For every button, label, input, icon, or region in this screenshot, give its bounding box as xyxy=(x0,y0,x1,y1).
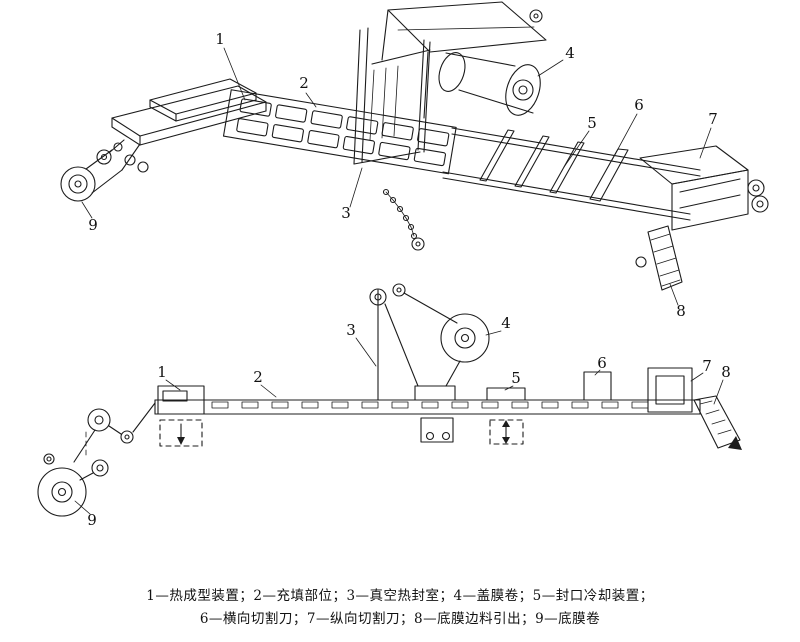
callout-5-side: 5 xyxy=(511,369,521,387)
side-view: 1 2 3 4 5 6 7 8 9 xyxy=(37,283,742,529)
callout-1-perspective: 1 xyxy=(215,30,225,48)
callout-2-side: 2 xyxy=(253,368,263,386)
trim-strip xyxy=(635,225,683,291)
side-unwind-assembly xyxy=(37,402,156,517)
caption-line-2: 6—横向切割刀；7—纵向切割刀；8—底膜边料引出；9—底膜卷 xyxy=(199,611,601,627)
callout-3-side: 3 xyxy=(346,321,356,339)
side-forming-station xyxy=(157,385,205,447)
bottom-film-roll-perspective xyxy=(60,139,149,202)
callout-4-perspective: 4 xyxy=(565,44,575,62)
side-cross-cutter xyxy=(583,371,612,401)
side-cooling-station xyxy=(486,387,526,445)
callout-6-side: 6 xyxy=(597,354,607,372)
callout-5-perspective: 5 xyxy=(587,114,597,132)
side-longitudinal-cutter xyxy=(647,367,693,413)
side-pockets xyxy=(211,401,649,409)
forming-station xyxy=(111,78,267,146)
vacuum-seal-station xyxy=(353,27,431,165)
callout-4-side: 4 xyxy=(501,314,511,332)
callout-7-side: 7 xyxy=(702,357,712,375)
callout-6-perspective: 6 xyxy=(634,96,644,114)
side-seal-station xyxy=(369,283,490,443)
lid-film-assembly xyxy=(371,1,547,119)
cross-cutter-bar xyxy=(589,148,629,202)
callout-9-side: 9 xyxy=(87,511,97,529)
side-trim-chute xyxy=(693,395,742,450)
callouts-perspective: 1 2 3 4 5 6 7 8 9 xyxy=(81,30,718,320)
callout-7-perspective: 7 xyxy=(708,110,718,128)
cooling-bars xyxy=(479,129,585,194)
callout-8-perspective: 8 xyxy=(676,302,686,320)
perspective-view: 1 2 3 4 5 6 7 8 9 xyxy=(60,1,769,320)
callout-9-perspective: 9 xyxy=(88,216,98,234)
conveyor-rails xyxy=(442,127,701,221)
side-conveyor xyxy=(154,399,701,415)
callout-1-side: 1 xyxy=(157,363,167,381)
callout-8-side: 8 xyxy=(721,363,731,381)
caption-line-1: 1—热成型装置；2—充填部位；3—真空热封室；4—盖膜卷；5—封口冷却装置； xyxy=(146,588,654,604)
callout-3-perspective: 3 xyxy=(341,204,351,222)
pocket-conveyor xyxy=(222,89,457,175)
longitudinal-cutter-block xyxy=(639,145,769,231)
callout-2-perspective: 2 xyxy=(299,74,309,92)
feed-chain xyxy=(382,188,425,251)
callouts-side: 1 2 3 4 5 6 7 8 9 xyxy=(74,314,731,529)
